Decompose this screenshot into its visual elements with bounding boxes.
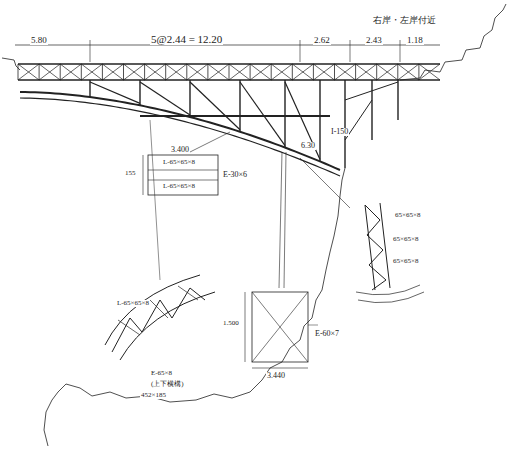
dimension-label: 65×65×8 — [392, 236, 419, 243]
dimension-label: 1.500 — [222, 320, 240, 327]
dimension-label: 2.62 — [313, 36, 331, 45]
dimension-label: L-65×65×8 — [116, 300, 150, 307]
dimension-label: I-150 — [330, 128, 349, 136]
cliff-line — [2, 58, 20, 70]
dimension-label: 65×65×8 — [394, 212, 421, 219]
dimension-label: E-65×8 — [150, 370, 173, 377]
dimension-label: 6.30 — [300, 142, 316, 150]
dimension-label: 1.18 — [406, 36, 424, 45]
dimension-label: L-65×65×8 — [162, 183, 196, 190]
dimension-label: 2.43 — [365, 36, 383, 45]
lattice-detail — [356, 203, 424, 303]
ground-line — [58, 168, 345, 402]
dimension-label: 5.80 — [30, 36, 48, 45]
dimension-label: 右岸・左岸付近 — [372, 16, 437, 25]
dimension-label: 65×65×8 — [392, 258, 419, 265]
arch-truss-detail — [105, 275, 215, 360]
dimension-label: E-30×6 — [222, 171, 248, 179]
dimension-label: 3.440 — [266, 372, 286, 380]
dimension-label: E-60×7 — [314, 330, 340, 338]
dimension-label: 3.400 — [170, 146, 190, 154]
dimension-label: 155 — [124, 170, 137, 177]
dimension-label: L-65×65×8 — [162, 159, 196, 166]
dimension-label: 452×185 — [140, 392, 167, 399]
dimension-label: 5@2.44 = 12.20 — [150, 34, 223, 45]
dimension-label: (上下横構) — [150, 381, 185, 388]
